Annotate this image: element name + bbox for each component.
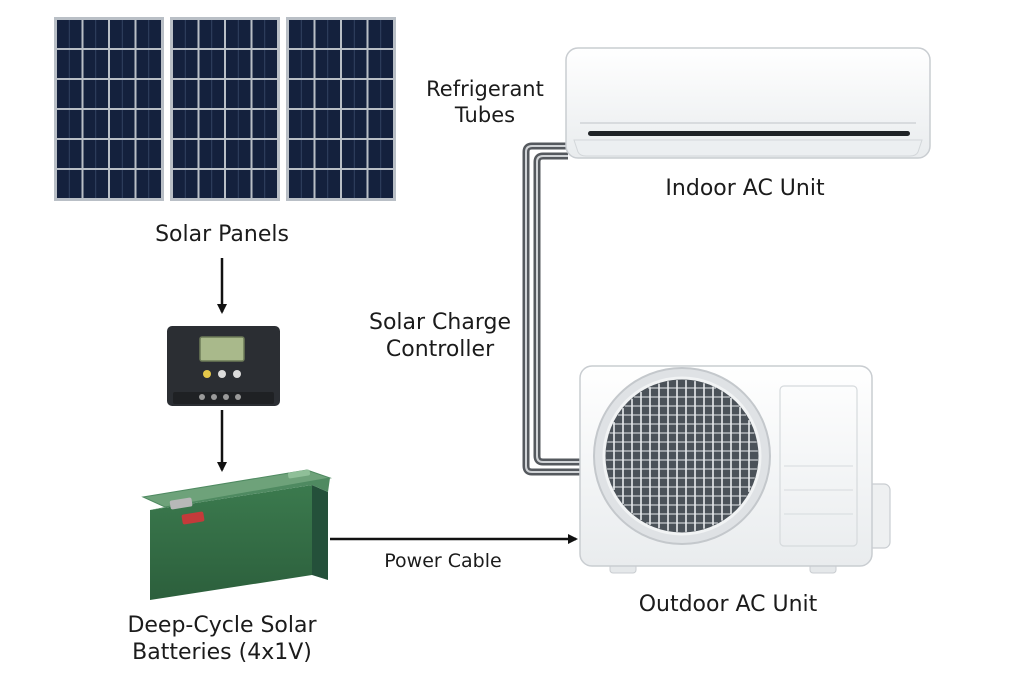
refrigerant-tubes-label: Refrigerant Tubes	[400, 77, 570, 128]
charge-controller-label-line2: Controller	[385, 336, 495, 362]
battery-icon	[141, 469, 332, 600]
outdoor-ac-unit-icon	[579, 365, 891, 574]
batteries-label-line2: Batteries (4x1V)	[132, 639, 312, 665]
power-cable-label: Power Cable	[384, 550, 502, 572]
charge-controller-label: Solar Charge Controller	[345, 310, 535, 364]
batteries-label-line1: Deep-Cycle Solar	[127, 613, 317, 638]
indoor-ac-unit-icon	[565, 47, 931, 159]
solar-panel	[286, 17, 396, 201]
indoor-ac-unit-label: Indoor AC Unit	[665, 176, 825, 201]
solar-panel	[170, 17, 280, 201]
solar-panels-label: Solar Panels	[155, 222, 289, 247]
refrigerant-tubes-label-line2: Tubes	[454, 102, 516, 127]
outdoor-ac-unit-label: Outdoor AC Unit	[638, 592, 818, 617]
solar-panels	[54, 17, 396, 201]
refrigerant-tubes	[522, 142, 582, 476]
charge-controller-label-line1: Solar Charge	[368, 310, 511, 335]
batteries-label: Deep-Cycle Solar Batteries (4x1V)	[92, 613, 352, 667]
refrigerant-tubes-label-line1: Refrigerant	[426, 77, 544, 101]
charge-controller-icon	[167, 326, 280, 406]
solar-panel	[54, 17, 164, 201]
